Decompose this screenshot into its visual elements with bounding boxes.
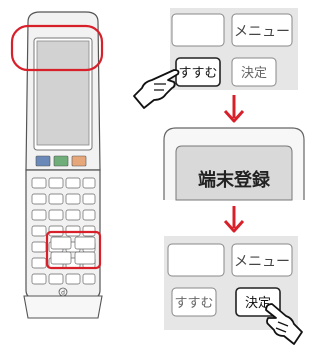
orange-key[interactable] (71, 155, 87, 167)
step3-next-label: すすむ (174, 296, 213, 311)
step1-menu-key[interactable] (231, 13, 293, 47)
step1-ok-key[interactable] (231, 57, 277, 87)
step3-ok-label: 決定 (245, 296, 271, 311)
green-key[interactable] (53, 155, 69, 167)
step2-display-text: 端末登録 (198, 169, 271, 191)
step2-panel: 端末登録 (163, 127, 305, 201)
highlighted-buttons (50, 236, 96, 265)
step3-menu-key[interactable] (231, 243, 293, 277)
step3-panel: メニュー すすむ 決定 (164, 236, 303, 345)
remote-control: d (10, 11, 104, 319)
pointing-hand-icon (265, 303, 303, 345)
remote-bottom-hinge (23, 295, 103, 319)
step2-display (175, 145, 293, 201)
step3-blank-key[interactable] (167, 243, 225, 277)
step1-ok-label: 決定 (241, 66, 267, 81)
step1-next-label: すすむ (178, 66, 217, 81)
step1-blank-key[interactable] (171, 13, 225, 47)
svg-text:d: d (61, 290, 65, 297)
screen-highlight (10, 24, 104, 72)
arrow-down-icon (223, 206, 245, 233)
step3-menu-label: メニュー (234, 254, 290, 270)
logo-icon: d (58, 287, 68, 297)
arrow-down-icon (223, 95, 245, 123)
buttons-highlight (45, 230, 102, 270)
step1-panel: メニュー すすむ 決定 (133, 8, 298, 109)
pointing-hand-icon (133, 69, 180, 109)
remote-screen (36, 40, 90, 146)
step1-menu-label: メニュー (234, 24, 290, 40)
blue-key[interactable] (35, 155, 51, 167)
step3-next-key[interactable] (171, 287, 217, 317)
